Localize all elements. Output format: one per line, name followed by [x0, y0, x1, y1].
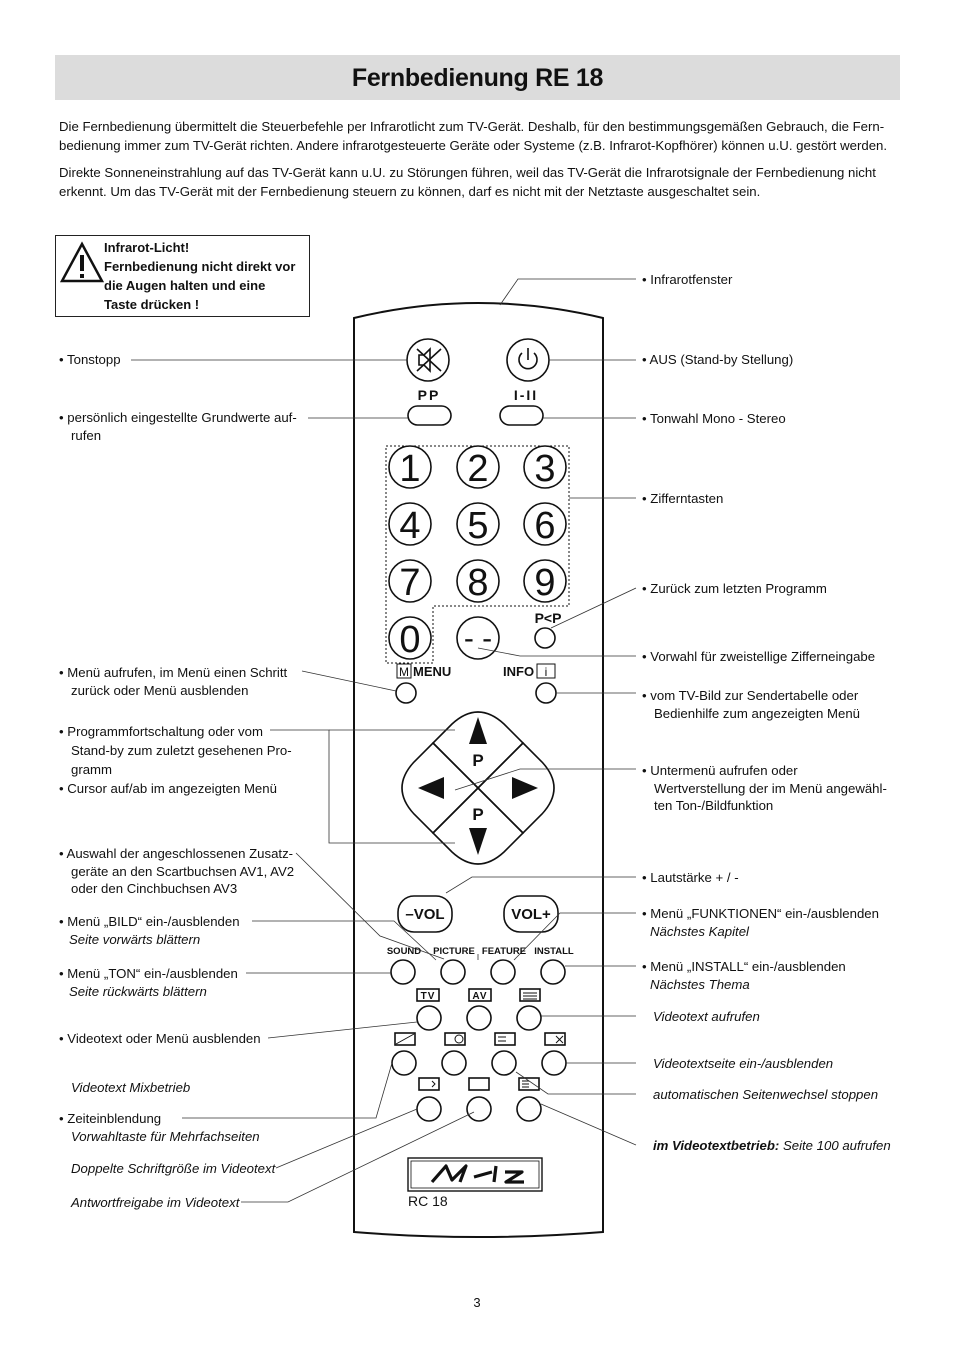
label-videotext-aufrufen: Videotext aufrufen	[653, 1009, 760, 1024]
picture-label: PICTURE	[433, 946, 475, 957]
p-back-label: P<P	[535, 610, 562, 626]
label-seitenwechsel: automatischen Seitenwechsel stoppen	[653, 1087, 879, 1102]
pp-label: PP	[418, 387, 441, 403]
digit-0: 0	[399, 619, 420, 661]
info-button	[535, 682, 557, 704]
cursor-left-button	[401, 741, 480, 835]
digit-2: 2	[467, 448, 488, 490]
intro-paragraph-2: Direkte Sonneneinstrahlung auf das TV-Ge…	[59, 165, 876, 199]
power-icon	[518, 348, 538, 370]
digit-9: 9	[534, 562, 555, 604]
menu-button	[395, 682, 417, 704]
model-label: RC 18	[408, 1193, 448, 1209]
warning-box: Infrarot-Licht! Fernbedienung nicht dire…	[55, 235, 310, 317]
label-bild: • Menü „BILD“ ein-/ausblenden Seite vorw…	[59, 914, 240, 947]
digit-6: 6	[534, 505, 555, 547]
info-label: INFO	[503, 664, 534, 679]
i-ii-button	[499, 405, 544, 426]
label-seite-100: im Videotextbetrieb: Seite 100 aufrufen	[653, 1138, 891, 1153]
digit-3: 3	[534, 448, 555, 490]
metz-logo-box	[407, 1157, 543, 1192]
install-label: INSTALL	[534, 946, 574, 957]
vol-minus-button	[397, 895, 453, 933]
label-videotextseite: Videotextseite ein-/ausblenden	[653, 1056, 834, 1071]
label-pp: • persönlich eingestellte Grundwerte auf…	[59, 410, 297, 443]
label-mono-stereo: • Tonwahl Mono - Stereo	[642, 411, 786, 426]
label-zeit: • Zeiteinblendung Vorwahltaste für Mehrf…	[59, 1111, 260, 1144]
arrow-right-icon	[512, 777, 538, 799]
label-av: • Auswahl der angeschlossenen Zusatz- ge…	[59, 846, 295, 896]
label-double-size: Doppelte Schriftgröße im Videotext	[71, 1161, 276, 1176]
pp-button	[407, 405, 452, 426]
dash-dash-label: - -	[464, 622, 492, 655]
label-tonstopp: • Tonstopp	[59, 352, 121, 367]
av-key-label: AV	[472, 991, 487, 1002]
sound-label: SOUND	[387, 946, 421, 957]
intro-paragraph-1: Die Fernbedienung übermittelt die Steuer…	[59, 119, 888, 153]
vol-plus-label: VOL+	[511, 906, 551, 923]
label-aus: • AUS (Stand-by Stellung)	[642, 352, 794, 367]
digit-8: 8	[467, 562, 488, 604]
digit-5: 5	[467, 505, 488, 547]
i-ii-label: I-II	[514, 387, 538, 403]
label-answer: Antwortfreigabe im Videotext	[71, 1195, 240, 1210]
arrow-down-icon	[469, 828, 487, 855]
label-funktionen: • Menü „FUNKTIONEN“ ein-/ausblenden Näch…	[642, 906, 879, 939]
label-vorwahl: • Vorwahl für zweistellige Zifferneingab…	[642, 649, 876, 664]
digit-4: 4	[399, 505, 420, 547]
cursor-right-button	[476, 741, 555, 835]
digit-7: 7	[399, 562, 420, 604]
vol-plus-button	[503, 895, 559, 933]
label-vt-off: • Videotext oder Menü ausblenden	[59, 1031, 261, 1046]
label-menu: • Menü aufrufen, im Menü einen Schritt z…	[59, 665, 288, 698]
cursor-down-button	[431, 786, 525, 865]
arrow-left-icon	[418, 777, 444, 799]
p-back-button	[534, 627, 556, 649]
label-vt-mix: Videotext Mixbetrieb	[71, 1080, 191, 1095]
info-key-icon: i	[545, 665, 548, 679]
p-up-label: P	[472, 751, 483, 770]
digit-1: 1	[399, 448, 420, 490]
label-zifferntasten: • Zifferntasten	[642, 491, 724, 506]
vol-minus-label: –VOL	[405, 906, 444, 923]
label-info: • vom TV-Bild zur Sendertabelle oder Bed…	[642, 688, 861, 721]
page-number: 3	[473, 1295, 481, 1310]
label-zurueck: • Zurück zum letzten Programm	[642, 581, 827, 596]
label-lautstaerke: • Lautstärke + / -	[642, 870, 739, 885]
tv-key-label: TV	[421, 991, 436, 1002]
warning-icon	[60, 241, 104, 283]
metz-logo	[430, 1164, 524, 1184]
remote-body	[353, 302, 604, 1238]
title-bar: Fernbedienung RE 18	[55, 55, 900, 100]
arrow-up-icon	[469, 717, 487, 744]
menu-label: MENU	[413, 664, 451, 679]
label-ton: • Menü „TON“ ein-/ausblenden Seite rückw…	[59, 966, 238, 999]
label-install: • Menü „INSTALL“ ein-/ausblenden Nächste…	[642, 959, 846, 992]
feature-label: FEATURE	[482, 946, 526, 957]
label-untermenue: • Untermenü aufrufen oder Wertverstellun…	[642, 763, 887, 813]
label-programm: • Programmfortschaltung oder vom Stand-b…	[59, 724, 292, 796]
label-infrarotfenster: • Infrarotfenster	[642, 272, 733, 287]
menu-key-icon: M	[399, 665, 409, 679]
page-title: Fernbedienung RE 18	[351, 64, 604, 92]
p-down-label: P	[472, 805, 483, 824]
warning-text: Infrarot-Licht! Fernbedienung nicht dire…	[104, 240, 296, 312]
mute-icon	[416, 347, 442, 373]
